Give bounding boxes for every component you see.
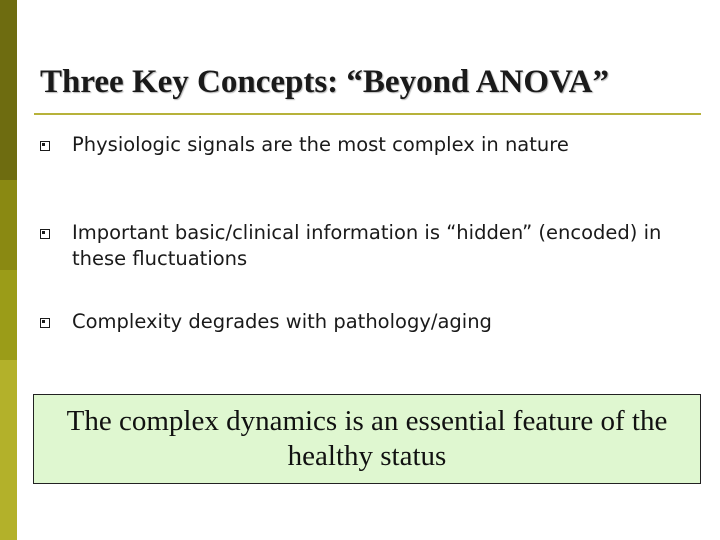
square-bullet-icon bbox=[40, 318, 50, 328]
bullet-text: Physiologic signals are the most complex… bbox=[72, 133, 569, 156]
sidebar-segment bbox=[0, 180, 17, 270]
decorative-sidebar bbox=[0, 0, 17, 540]
square-bullet-icon bbox=[40, 229, 50, 239]
bullet-text: Complexity degrades with pathology/aging bbox=[72, 310, 492, 333]
key-message-text: The complex dynamics is an essential fea… bbox=[66, 405, 668, 472]
sidebar-segment bbox=[0, 270, 17, 360]
slide-title: Three Key Concepts: “Beyond ANOVA” bbox=[40, 64, 609, 100]
square-bullet-icon bbox=[40, 141, 50, 151]
title-underline bbox=[34, 113, 701, 115]
key-message-box: The complex dynamics is an essential fea… bbox=[33, 394, 701, 484]
sidebar-segment bbox=[0, 0, 17, 180]
sidebar-segment bbox=[0, 360, 17, 540]
bullet-text: Important basic/clinical information is … bbox=[72, 221, 662, 270]
